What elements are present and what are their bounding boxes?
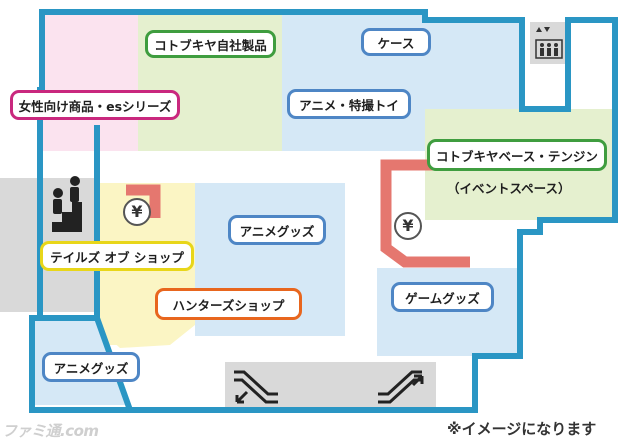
stairs-icon	[42, 176, 82, 232]
store-kotobukiya-original[interactable]: コトブキヤ自社製品	[145, 30, 276, 58]
escalator-icon	[378, 370, 424, 404]
escalator-area	[225, 362, 436, 410]
stairs-area	[0, 178, 40, 312]
escalator-icon	[234, 370, 278, 404]
zone-yellow-lower	[100, 318, 170, 348]
store-kotobukiya-base-tenjin[interactable]: コトブキヤベース・テンジン	[427, 139, 607, 171]
store-anime-tokusatsu-toy[interactable]: アニメ・特撮トイ	[287, 89, 411, 119]
register-counter-right	[380, 159, 470, 268]
store-anime-goods-center[interactable]: アニメグッズ	[228, 215, 326, 245]
store-tales-of-shop[interactable]: テイルズ オブ ショップ	[40, 241, 194, 271]
register-icon	[123, 198, 151, 226]
register-counter-left	[126, 184, 161, 218]
zone-case-blue	[425, 20, 522, 109]
image-note: ※イメージになります	[447, 420, 597, 438]
event-space-label: （イベントスペース）	[447, 181, 571, 196]
store-game-goods[interactable]: ゲームグッズ	[391, 282, 494, 312]
elevator-icon	[535, 27, 563, 59]
zone-women-pink	[42, 12, 138, 151]
store-anime-goods-bottom[interactable]: アニメグッズ	[42, 352, 140, 382]
watermark-logo: ファミ通.com	[2, 422, 99, 440]
register-yen-icon: ¥	[402, 216, 414, 235]
store-case[interactable]: ケース	[361, 28, 431, 56]
register-icon	[394, 212, 422, 240]
register-yen-icon: ¥	[131, 202, 143, 221]
store-hunters-shop[interactable]: ハンターズショップ	[155, 288, 302, 320]
store-women-es-series[interactable]: 女性向け商品・esシリーズ	[10, 90, 180, 120]
